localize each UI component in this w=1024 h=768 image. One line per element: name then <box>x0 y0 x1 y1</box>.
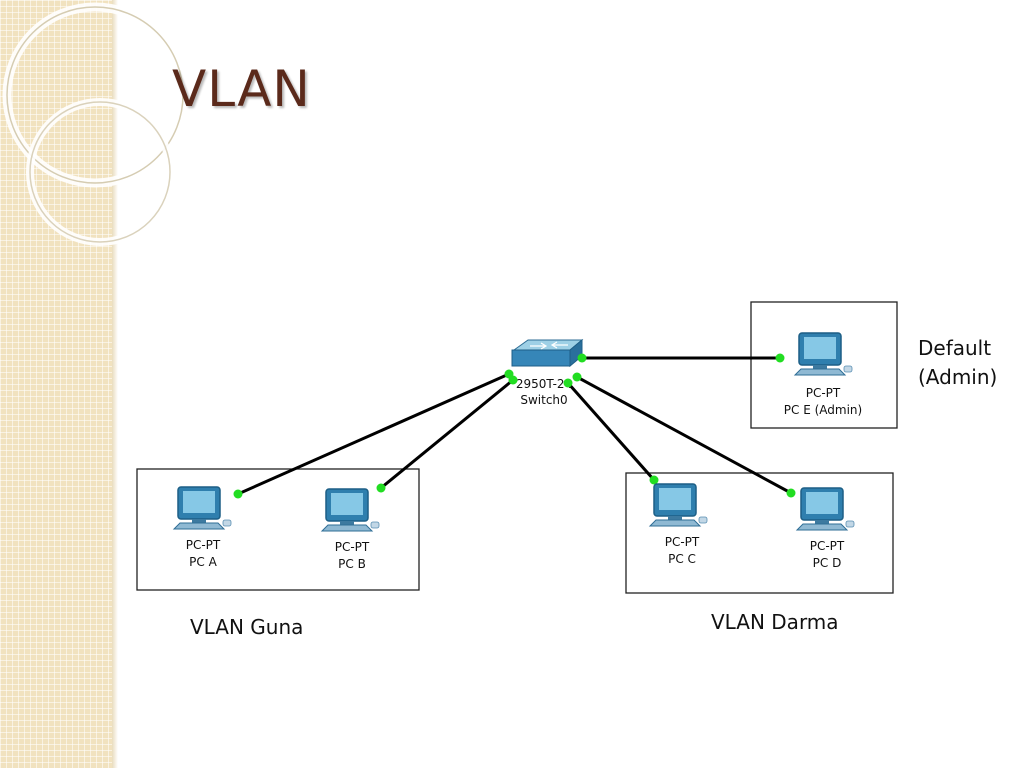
pc-e-name-label: PC E (Admin) <box>784 403 862 417</box>
link-light-switch-d <box>572 372 582 382</box>
vlan-guna-box <box>136 468 420 591</box>
pc-b-icon <box>321 488 380 532</box>
pc-e-type-label: PC-PT <box>806 386 841 400</box>
pc-a-name-label: PC A <box>189 555 217 569</box>
switch-icon <box>511 338 584 368</box>
vlan-guna-label: VLAN Guna <box>190 615 303 639</box>
pc-b-type-label: PC-PT <box>335 540 370 554</box>
vlan-darma-box <box>625 472 894 594</box>
default-group-admin-label: (Admin) <box>918 365 997 389</box>
pc-e-icon <box>794 332 853 376</box>
pc-d-icon <box>796 487 855 531</box>
link-light-pc-a <box>233 489 243 499</box>
pc-c-name-label: PC C <box>668 552 696 566</box>
link-light-pc-d <box>786 488 796 498</box>
link-switch-pc-a <box>237 372 510 496</box>
link-switch-pc-b <box>380 378 514 490</box>
link-light-pc-e <box>775 353 785 363</box>
switch-name-label: Switch0 <box>520 393 567 407</box>
decor-ring-small-outline <box>29 101 171 243</box>
link-switch-pc-c <box>566 382 656 481</box>
pc-c-type-label: PC-PT <box>665 535 700 549</box>
pc-c-icon <box>649 483 708 527</box>
decorative-rings <box>2 2 188 246</box>
link-switch-pc-d <box>576 375 792 495</box>
decor-ring-large-outline <box>6 6 184 184</box>
slide-title: VLAN <box>172 60 311 118</box>
link-light-pc-b <box>376 483 386 493</box>
sidebar-edge <box>112 0 118 768</box>
pc-d-type-label: PC-PT <box>810 539 845 553</box>
pc-a-icon <box>173 486 232 530</box>
link-light-switch-e <box>577 353 587 363</box>
pc-d-name-label: PC D <box>813 556 842 570</box>
pc-b-name-label: PC B <box>338 557 366 571</box>
switch-model-label: 2950T-24 <box>516 377 572 391</box>
link-light-pc-c <box>649 475 659 485</box>
default-admin-box <box>750 301 898 429</box>
link-light-switch-c <box>563 378 573 388</box>
default-group-label: Default <box>918 336 991 360</box>
vlan-darma-label: VLAN Darma <box>711 610 839 634</box>
sidebar-pattern <box>0 0 113 768</box>
pc-a-type-label: PC-PT <box>186 538 221 552</box>
link-light-switch-b <box>508 375 518 385</box>
